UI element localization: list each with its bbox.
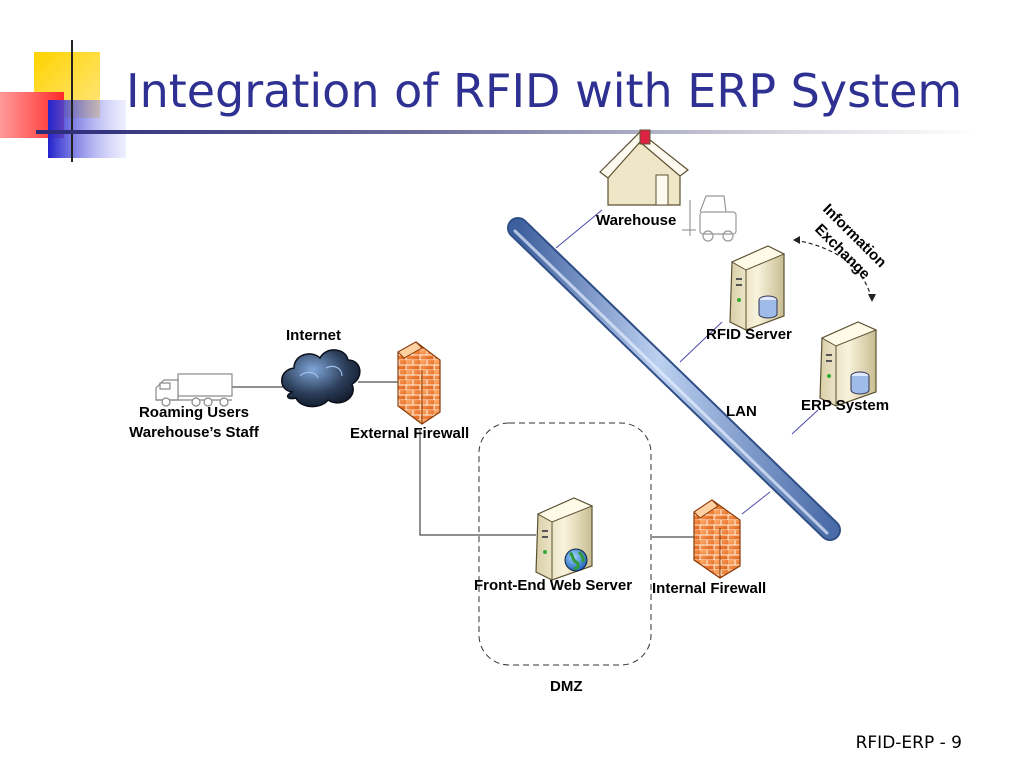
info-exchange-arrowhead-end bbox=[868, 294, 876, 302]
external-firewall-label: External Firewall bbox=[350, 425, 470, 442]
link-firewall-webserver bbox=[419, 430, 536, 536]
lan-label: LAN bbox=[726, 403, 757, 420]
link-rfid-lan bbox=[679, 321, 723, 363]
link-erp-lan bbox=[791, 409, 819, 435]
warehouse-label: Warehouse bbox=[596, 212, 677, 229]
title-underline bbox=[36, 130, 976, 134]
deco-blue-square bbox=[48, 100, 126, 158]
dmz-zone bbox=[478, 422, 652, 666]
warehouse-staff-label: Warehouse’s Staff bbox=[129, 424, 259, 441]
slide-title: Integration of RFID with ERP System bbox=[126, 64, 963, 118]
cloud-icon bbox=[281, 349, 361, 408]
brick-firewall-icon bbox=[693, 499, 741, 579]
info-exchange-arrow bbox=[794, 239, 873, 301]
truck-icon bbox=[155, 373, 233, 407]
rfid-server-label: RFID Server bbox=[706, 326, 792, 343]
server-database-icon bbox=[819, 321, 878, 407]
forklift-icon bbox=[682, 195, 737, 242]
internal-firewall-label: Internal Firewall bbox=[652, 580, 767, 597]
lan-bus bbox=[507, 217, 841, 541]
internet-label: Internet bbox=[286, 327, 342, 344]
erp-system-label: ERP System bbox=[801, 397, 890, 414]
slide-footer: RFID-ERP - 9 bbox=[855, 733, 962, 753]
link-intfirewall-lan bbox=[741, 491, 771, 515]
info-exchange-arrowhead-start bbox=[793, 236, 800, 244]
connection-lines bbox=[232, 209, 819, 538]
roaming-users-label: Roaming Users bbox=[138, 404, 250, 421]
brick-firewall-icon bbox=[397, 341, 441, 425]
house-icon bbox=[599, 129, 689, 206]
link-warehouse-lan bbox=[555, 209, 603, 249]
server-globe-icon bbox=[535, 497, 594, 581]
server-database-icon bbox=[729, 245, 786, 331]
dmz-label: DMZ bbox=[550, 678, 583, 695]
front-end-web-server-label: Front-End Web Server bbox=[474, 577, 633, 594]
